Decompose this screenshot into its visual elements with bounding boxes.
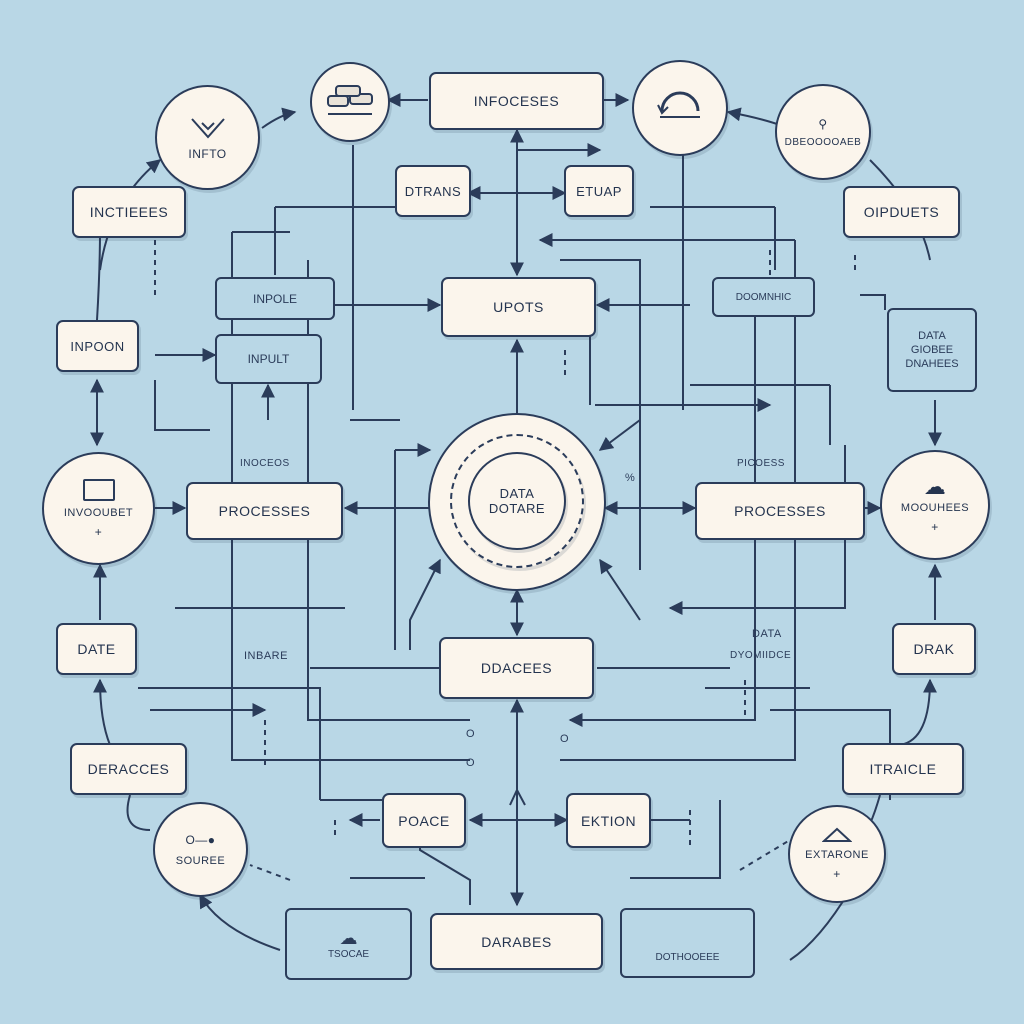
box-data-right-line-3: DNAHEES bbox=[905, 358, 959, 370]
central-data-store[interactable]: DATA DOTARE bbox=[468, 452, 566, 550]
node-ektion[interactable]: EKTION bbox=[566, 793, 651, 848]
circle-dbeoorad[interactable]: ⚲ DBEOOOOAEB bbox=[775, 84, 871, 180]
label-inbare: INBARE bbox=[244, 650, 288, 662]
chevron-down-icon bbox=[190, 117, 225, 139]
node-etuap[interactable]: ETUAP bbox=[564, 165, 634, 217]
label-dyonecde: DYOMIIDCE bbox=[730, 650, 792, 661]
label-percent: % bbox=[625, 472, 636, 484]
label-zero-a: O bbox=[466, 728, 476, 740]
node-poace[interactable]: POACE bbox=[382, 793, 466, 848]
node-drans[interactable]: DTRANS bbox=[395, 165, 471, 217]
box-data-right-line-1: DATA bbox=[918, 330, 946, 342]
cloud-icon: ☁ bbox=[923, 474, 947, 499]
node-processes-left[interactable]: PROCESSES bbox=[186, 482, 343, 540]
label-zero-c: O bbox=[560, 733, 570, 745]
database-icon bbox=[327, 85, 373, 115]
circle-invoouet-label: INVOOUBET bbox=[63, 506, 134, 519]
pin-icon: ⚲ bbox=[818, 116, 828, 131]
circle-moouhees-label: MOOUHEES bbox=[900, 502, 970, 514]
label-noceos: INOCEOS bbox=[240, 458, 290, 469]
plus-icon: + bbox=[94, 524, 103, 539]
label-zero-b: O bbox=[466, 757, 476, 769]
box-bottom-left[interactable]: ☁ TSOCAE bbox=[285, 908, 412, 980]
node-drak[interactable]: DRAK bbox=[892, 623, 976, 675]
central-data-store-label-1: DATA bbox=[499, 486, 535, 501]
circle-extarone[interactable]: EXTARONE + bbox=[788, 805, 886, 903]
box-data-right[interactable]: DATA GIOBEE DNAHEES bbox=[887, 308, 977, 392]
node-infoceses[interactable]: INFOCESES bbox=[429, 72, 604, 130]
node-center-bottom[interactable]: DDACEES bbox=[439, 637, 594, 699]
box-bottom-left-label: TSOCAE bbox=[327, 949, 370, 960]
box-inpole[interactable]: INPOLE bbox=[215, 277, 335, 320]
circle-database-stack[interactable] bbox=[310, 62, 390, 142]
box-bottom-right[interactable]: DOTHOOEEE bbox=[620, 908, 755, 978]
node-date[interactable]: DATE bbox=[56, 623, 137, 675]
label-data-right: DATA bbox=[752, 628, 782, 640]
circle-dbeoorad-label: DBEOOOOAEB bbox=[784, 136, 862, 148]
folder-icon bbox=[82, 478, 115, 501]
plus-icon-3: + bbox=[833, 867, 841, 881]
circle-source[interactable]: O—● SOUREE bbox=[153, 802, 248, 897]
box-input[interactable]: INPULT bbox=[215, 334, 322, 384]
circle-invoouet[interactable]: INVOOUBET + bbox=[42, 452, 155, 565]
key-icon: O—● bbox=[185, 832, 216, 847]
circle-source-label: SOUREE bbox=[175, 854, 226, 867]
node-center-top[interactable]: UPOTS bbox=[441, 277, 596, 337]
box-data-right-line-2: GIOBEE bbox=[910, 344, 954, 356]
node-itraicle[interactable]: ITRAICLE bbox=[842, 743, 964, 795]
node-darabes[interactable]: DARABES bbox=[430, 913, 603, 970]
circle-infto-label: INFTO bbox=[188, 146, 227, 161]
node-outputs-right[interactable]: OIPDUETS bbox=[843, 186, 960, 238]
plus-icon-2: + bbox=[931, 520, 939, 534]
circle-infto[interactable]: INFTO bbox=[155, 85, 260, 190]
cloud-outline-icon: ☁ bbox=[339, 928, 358, 948]
box-doomnhic[interactable]: DOOMNHIC bbox=[712, 277, 815, 317]
refresh-icon bbox=[657, 91, 700, 118]
central-data-store-label-2: DOTARE bbox=[488, 501, 546, 516]
label-picoess: PICOESS bbox=[737, 458, 785, 469]
pyramid-icon bbox=[822, 827, 852, 842]
node-inputs-left[interactable]: INCTIEEES bbox=[72, 186, 186, 238]
circle-moouhees[interactable]: ☁ MOOUHEES + bbox=[880, 450, 990, 560]
circle-extarone-label: EXTARONE bbox=[805, 849, 869, 861]
circle-refresh[interactable] bbox=[632, 60, 728, 156]
node-inpoon[interactable]: INPOON bbox=[56, 320, 139, 372]
node-processes-right[interactable]: PROCESSES bbox=[695, 482, 865, 540]
node-deraces[interactable]: DERACCES bbox=[70, 743, 187, 795]
